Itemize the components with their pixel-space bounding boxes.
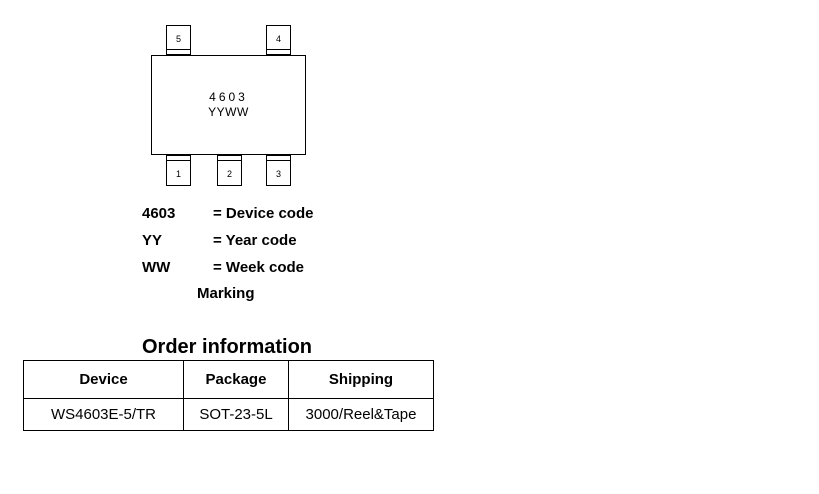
pin-2: 2 [217, 155, 242, 186]
table-row: WS4603E-5/TR SOT-23-5L 3000/Reel&Tape [23, 398, 434, 431]
package-body [151, 55, 306, 155]
legend-desc-week-code: = Week code [213, 259, 305, 276]
table-header-row: Device Package Shipping [23, 360, 434, 399]
legend-desc-year-code: = Year code [213, 232, 297, 249]
pin-5: 5 [166, 25, 191, 55]
legend-code-4603: 4603 [142, 205, 176, 222]
legend-desc-device-code: = Device code [213, 205, 314, 222]
pin-4: 4 [266, 25, 291, 55]
cell-package: SOT-23-5L [183, 398, 289, 431]
order-table: Device Package Shipping WS4603E-5/TR SOT… [23, 360, 434, 431]
marking-date-code: YYWW [208, 105, 249, 119]
marking-device-code: 4603 [209, 90, 248, 104]
cell-device: WS4603E-5/TR [23, 398, 184, 431]
legend-code-ww: WW [142, 259, 171, 276]
order-info-title: Order information [142, 336, 313, 358]
pin-1: 1 [166, 155, 191, 186]
pin-3: 3 [266, 155, 291, 186]
col-shipping-header: Shipping [288, 360, 434, 399]
col-device-header: Device [23, 360, 184, 399]
col-package-header: Package [183, 360, 289, 399]
cell-shipping: 3000/Reel&Tape [288, 398, 434, 431]
legend-code-yy: YY [142, 232, 163, 249]
marking-caption: Marking [197, 285, 255, 302]
